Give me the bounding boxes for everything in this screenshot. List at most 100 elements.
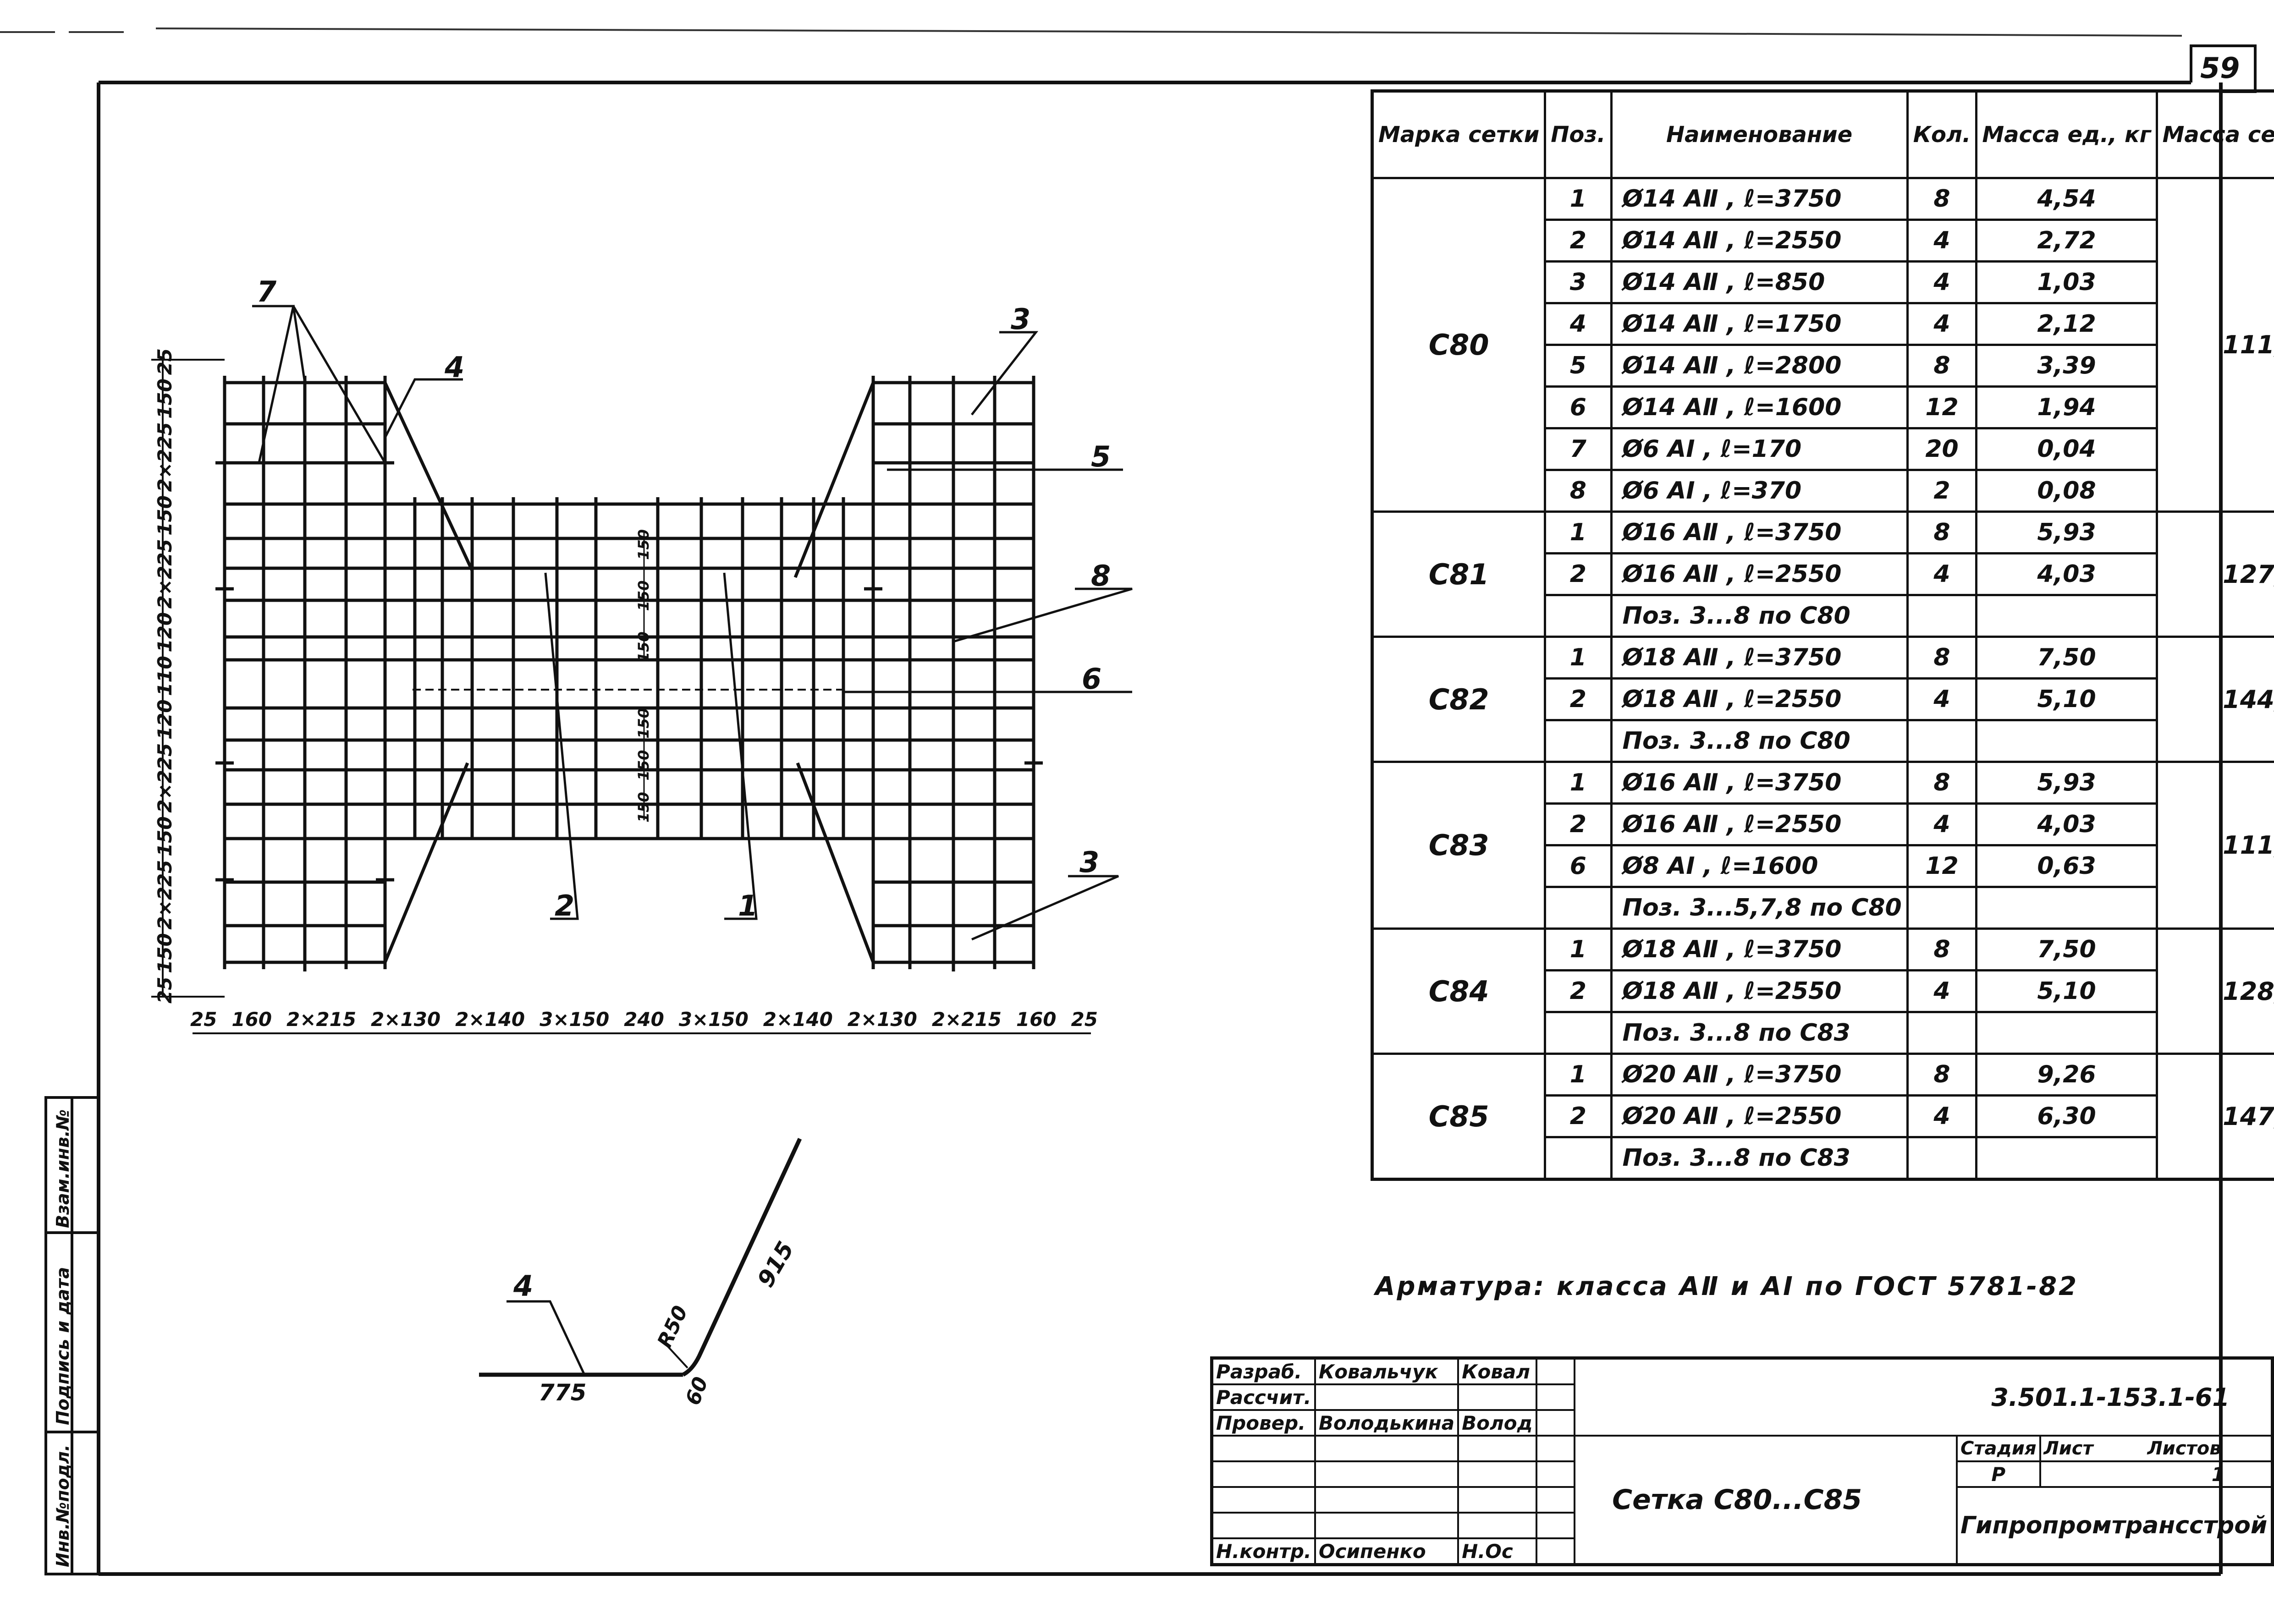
pos-cell: 1 <box>1544 1053 1613 1097</box>
inner-dims-top: 150 150 150 <box>635 529 653 662</box>
unit-mass-cell <box>1975 719 2158 763</box>
pos-cell: 2 <box>1544 969 1613 1013</box>
role-cell <box>1211 1486 1316 1514</box>
unit-mass-cell: 5,10 <box>1975 969 2158 1013</box>
table-row: Поз. 3...8 по С80 <box>1372 594 2274 638</box>
dim-label: 240 <box>624 1008 664 1031</box>
side-stamp-replaced: Взам.инв.№ <box>53 1109 73 1228</box>
dim-label: 150 <box>635 580 652 611</box>
table-row: Поз. 3...8 по С83 <box>1372 1011 2274 1055</box>
callout-3-top: 3 <box>1011 302 1031 336</box>
dim-label: 2×215 <box>931 1008 1002 1031</box>
table-row: Поз. 3...8 по С80 <box>1372 719 2274 763</box>
table-row: Поз. 3...5,7,8 по С80 <box>1372 886 2274 930</box>
table-row: С82 1 Ø18 АⅡ , ℓ=3750 8 7,50 144,4 <box>1371 636 2274 763</box>
unit-mass-cell: 7,50 <box>1975 927 2158 971</box>
unit-mass-cell: 4,03 <box>1975 802 2158 846</box>
title-block-row: Н.контр. Осипенко Н.Ос <box>1211 1537 2273 1566</box>
name-cell: Ø16 АⅡ , ℓ=3750 <box>1610 761 1909 805</box>
qty-cell: 4 <box>1906 302 1978 346</box>
sheet-number: 59 <box>2200 51 2240 85</box>
stage-value: Р <box>1955 1460 2041 1488</box>
name-cell: Ø18 АⅡ , ℓ=3750 <box>1610 927 1909 971</box>
signature-cell <box>1457 1383 1537 1411</box>
dim-label: 150 <box>154 379 176 419</box>
pos-cell: 1 <box>1544 636 1613 680</box>
name-cell: Ø18 АⅡ , ℓ=2550 <box>1610 677 1909 721</box>
left-dimensions: 25 150 2×225 150 2×225 120 110 120 2×225… <box>154 348 176 1004</box>
header-unit-mass: Масса ед., кг <box>1975 90 2158 179</box>
reinforcement-note: Арматура: класса АⅡ и АⅠ по ГОСТ 5781-82 <box>1375 1272 2079 1301</box>
sheets-value: 1 <box>2039 1460 2274 1488</box>
mesh-plan <box>223 376 1035 969</box>
date-cell <box>1535 1383 1576 1411</box>
qty-cell: 4 <box>1906 1094 1978 1138</box>
date-cell <box>1535 1435 1576 1462</box>
date-cell <box>1535 1512 1576 1539</box>
pos-cell: 2 <box>1544 219 1613 263</box>
callout-8: 8 <box>1091 559 1111 593</box>
mesh-mark: С84 <box>1371 927 1547 1055</box>
qty-cell: 8 <box>1906 510 1978 554</box>
signature-cell: Н.Ос <box>1457 1537 1537 1566</box>
title-block-row: Разраб. Ковальчук Ковал 3.501.1-153.1-61 <box>1211 1357 2274 1437</box>
dim-label: 2×130 <box>847 1008 917 1031</box>
title-block-row <box>1211 1512 2273 1539</box>
table-row: С85 1 Ø20 АⅡ , ℓ=3750 8 9,26 147,5 <box>1371 1053 2274 1180</box>
bottom-dimensions: 25 160 2×215 2×130 2×140 3×150 240 3×150… <box>190 1008 1098 1031</box>
mesh-mark: С83 <box>1371 761 1547 930</box>
qty-cell <box>1906 1011 1978 1055</box>
date-cell <box>1535 1537 1576 1566</box>
pos-cell: 2 <box>1544 802 1613 846</box>
title-block-row: Сетка С80...С85 Стадия Лист Листов <box>1211 1435 2274 1566</box>
dim-label: 25 <box>1071 1008 1098 1031</box>
side-stamp-inv: Инв.№подл. <box>53 1444 73 1567</box>
role-cell <box>1211 1512 1316 1539</box>
dim-label: 2×130 <box>371 1008 441 1031</box>
title-block-row: Р 1 <box>1211 1460 2274 1488</box>
callout-3-bottom: 3 <box>1079 845 1100 879</box>
name-cell: Ø14 АⅡ , ℓ=2800 <box>1610 344 1909 388</box>
dim-label: 150 <box>154 933 176 973</box>
name-cell: Поз. 3...5,7,8 по С80 <box>1610 886 1909 930</box>
mesh-mass: 147,5 <box>2155 1053 2274 1180</box>
name-cell: Ø16 АⅡ , ℓ=3750 <box>1610 510 1909 554</box>
pos-cell: 1 <box>1544 761 1613 805</box>
name-cell: Ø14 АⅡ , ℓ=2550 <box>1610 219 1909 263</box>
dim-label: 25 <box>154 977 176 1004</box>
date-cell <box>1535 1486 1576 1514</box>
unit-mass-cell: 5,10 <box>1975 677 2158 721</box>
name-cell: Ø16 АⅡ , ℓ=2550 <box>1610 802 1909 846</box>
signature-cell: Ковал <box>1457 1357 1537 1385</box>
inner-dims-bottom: 150 150 150 <box>635 708 653 823</box>
dim-label: 150 <box>154 816 176 857</box>
signature-cell <box>1457 1486 1537 1514</box>
callout-5: 5 <box>1091 440 1111 473</box>
side-stamp-sign: Подпись и дата <box>53 1267 73 1425</box>
name-cell: Ø6 АⅠ , ℓ=370 <box>1610 469 1909 513</box>
unit-mass-cell: 2,72 <box>1975 219 2158 263</box>
mesh-mark: С82 <box>1371 636 1547 763</box>
qty-cell <box>1906 886 1978 930</box>
callout-1: 1 <box>738 889 758 922</box>
signature-cell: Волод <box>1457 1409 1537 1437</box>
qty-cell: 2 <box>1906 469 1978 513</box>
mesh-mass: 111,2 <box>2155 177 2274 513</box>
dim-label: 150 <box>635 708 652 739</box>
qty-cell: 8 <box>1906 177 1978 221</box>
date-cell <box>1535 1460 1576 1488</box>
pos-cell <box>1544 886 1613 930</box>
dim-label: 150 <box>635 792 652 823</box>
unit-mass-cell <box>1975 1011 2158 1055</box>
bent-bar-detail <box>479 1138 802 1377</box>
header-name: Наименование <box>1610 90 1909 179</box>
name-cell: Ø20 АⅡ , ℓ=3750 <box>1610 1053 1909 1097</box>
mesh-mass: 144,4 <box>2155 636 2274 763</box>
pos-cell: 2 <box>1544 677 1613 721</box>
dim-label: 110 <box>154 656 176 696</box>
